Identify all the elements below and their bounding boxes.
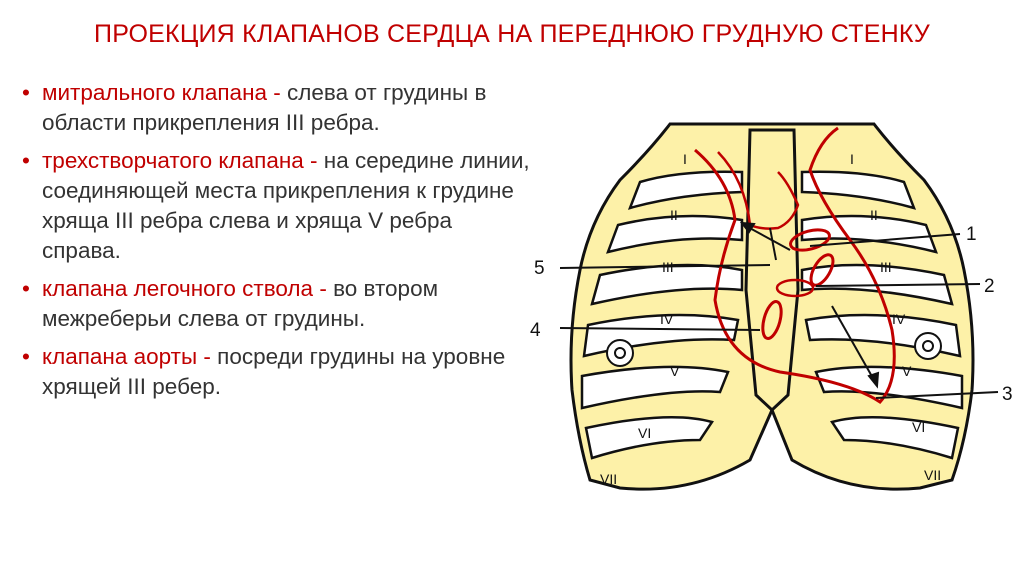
dash: -	[303, 148, 324, 173]
dash: -	[197, 344, 218, 369]
desc-tricuspid: на середине линии, соединяющей места при…	[42, 148, 530, 263]
valve-list: митрального клапана - слева от грудины в…	[22, 78, 532, 410]
rib-label-left-7: VII	[600, 471, 617, 487]
list-item-pulmonary: клапана легочного ствола - во втором меж…	[22, 274, 532, 334]
nipple-left-inner	[614, 347, 626, 359]
rib-label-right-3: III	[880, 259, 892, 275]
dash: -	[313, 276, 334, 301]
callout-2: 2	[984, 276, 995, 297]
rib-label-right-1: I	[850, 151, 854, 167]
rib-label-right-2: II	[870, 207, 878, 223]
desc-aortic: посреди грудины на уровне хрящей III реб…	[42, 344, 506, 399]
tricuspid-valve	[761, 300, 783, 340]
rib-label-left-2: II	[670, 207, 678, 223]
rib-label-right-7: VII	[924, 467, 941, 483]
term-aortic: клапана аорты	[42, 344, 198, 369]
rib-label-left-1: I	[683, 151, 687, 167]
heart-outline	[694, 126, 896, 404]
heart-outline-inner	[717, 151, 800, 230]
list-item-aortic: клапана аорты - посреди грудины на уровн…	[22, 342, 532, 402]
nipple-right-inner	[922, 340, 934, 352]
rib-label-left-6: VI	[638, 425, 651, 441]
callout-3: 3	[1002, 384, 1013, 405]
desc-pulmonary: во втором межреберьи слева от грудины.	[42, 276, 439, 331]
rib-label-right-4: IV	[892, 311, 906, 327]
dash: -	[267, 80, 288, 105]
mitral-valve	[775, 278, 815, 298]
rib-label-right-6: VI	[912, 419, 925, 435]
callout-5: 5	[534, 258, 545, 279]
rib-label-left-3: III	[662, 259, 674, 275]
callout-4: 4	[530, 320, 541, 341]
callout-lines	[559, 233, 999, 399]
desc-mitral: слева от грудины в области прикрепления …	[42, 80, 487, 135]
slide-title: ПРОЕКЦИЯ КЛАПАНОВ СЕРДЦА НА ПЕРЕДНЮЮ ГРУ…	[94, 20, 930, 48]
rib-label-left-5: V	[670, 363, 680, 379]
callout-1: 1	[966, 224, 977, 245]
term-tricuspid: трехстворчатого клапана	[42, 148, 304, 173]
sternum	[744, 128, 800, 413]
list-item-mitral: митрального клапана - слева от грудины в…	[22, 78, 532, 138]
chest-valve-diagram: 1 2 3 4 5 I II III IV V VI VII I II III …	[530, 122, 1013, 491]
term-mitral: митрального клапана	[42, 80, 268, 105]
list-item-tricuspid: трехстворчатого клапана - на середине ли…	[22, 146, 532, 266]
rib-label-right-5: V	[902, 363, 912, 379]
aortic-valve	[789, 228, 831, 252]
auscultation-arrows	[739, 221, 880, 389]
term-pulmonary: клапана легочного ствола	[42, 276, 314, 301]
pulmonary-valve	[809, 253, 835, 287]
rib-label-left-4: IV	[660, 311, 674, 327]
